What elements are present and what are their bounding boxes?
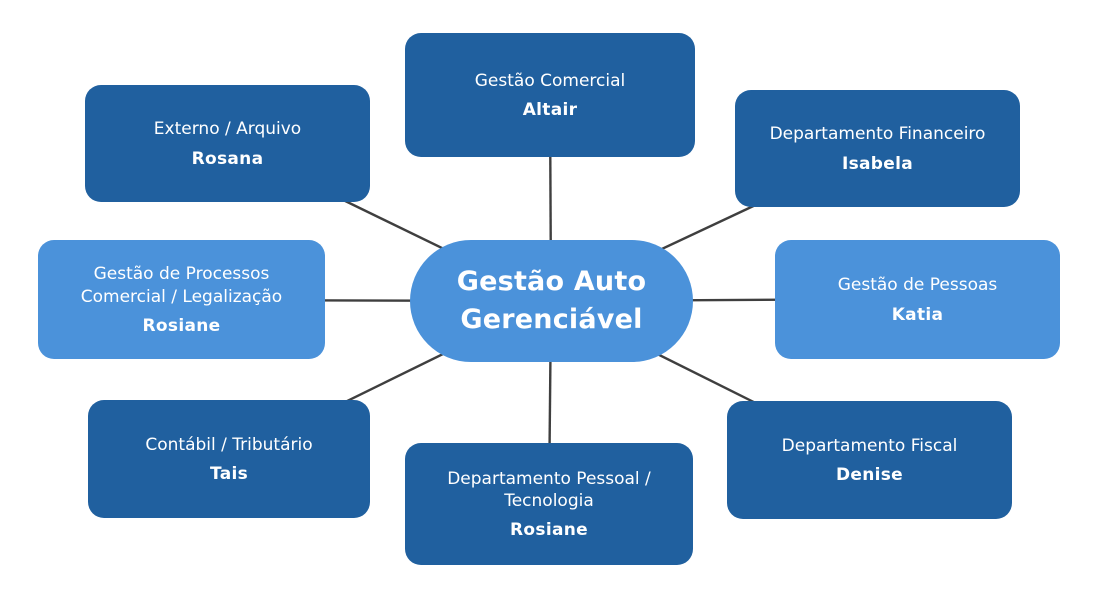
node-title: Contábil / Tributário <box>145 434 313 455</box>
node-person-name: Rosiane <box>142 315 221 336</box>
node-person-name: Isabela <box>841 153 913 174</box>
node-externo-arquivo: Externo / Arquivo Rosana <box>85 85 370 202</box>
node-departamento-fiscal: Departamento Fiscal Denise <box>727 401 1012 519</box>
node-departamento-pessoal-tecnologia: Departamento Pessoal / Tecnologia Rosian… <box>405 443 693 565</box>
node-gestao-processos-legalizacao: Gestão de Processos Comercial / Legaliza… <box>38 240 325 359</box>
node-departamento-financeiro: Departamento Financeiro Isabela <box>735 90 1020 207</box>
node-title: Externo / Arquivo <box>153 119 302 140</box>
node-title: Departamento Fiscal <box>781 435 958 456</box>
center-node-gestao-auto-gerenciavel: Gestão Auto Gerenciável <box>410 240 693 362</box>
node-title: Gestão Comercial <box>474 70 626 91</box>
node-title: Gestão de Pessoas <box>837 275 998 296</box>
node-person-name: Altair <box>522 100 578 121</box>
node-title: Departamento Financeiro <box>769 124 986 145</box>
node-person-name: Rosiane <box>510 520 588 541</box>
node-person-name: Denise <box>835 465 904 486</box>
node-person-name: Tais <box>209 464 249 485</box>
node-person-name: Katia <box>891 304 944 325</box>
node-title: Departamento Pessoal / Tecnologia <box>447 468 651 511</box>
node-title: Gestão de Processos Comercial / Legaliza… <box>80 264 283 307</box>
node-contabil-tributario: Contábil / Tributário Tais <box>88 400 370 518</box>
node-gestao-de-pessoas: Gestão de Pessoas Katia <box>775 240 1060 359</box>
node-person-name: Rosana <box>191 148 264 169</box>
node-gestao-comercial: Gestão Comercial Altair <box>405 33 695 157</box>
